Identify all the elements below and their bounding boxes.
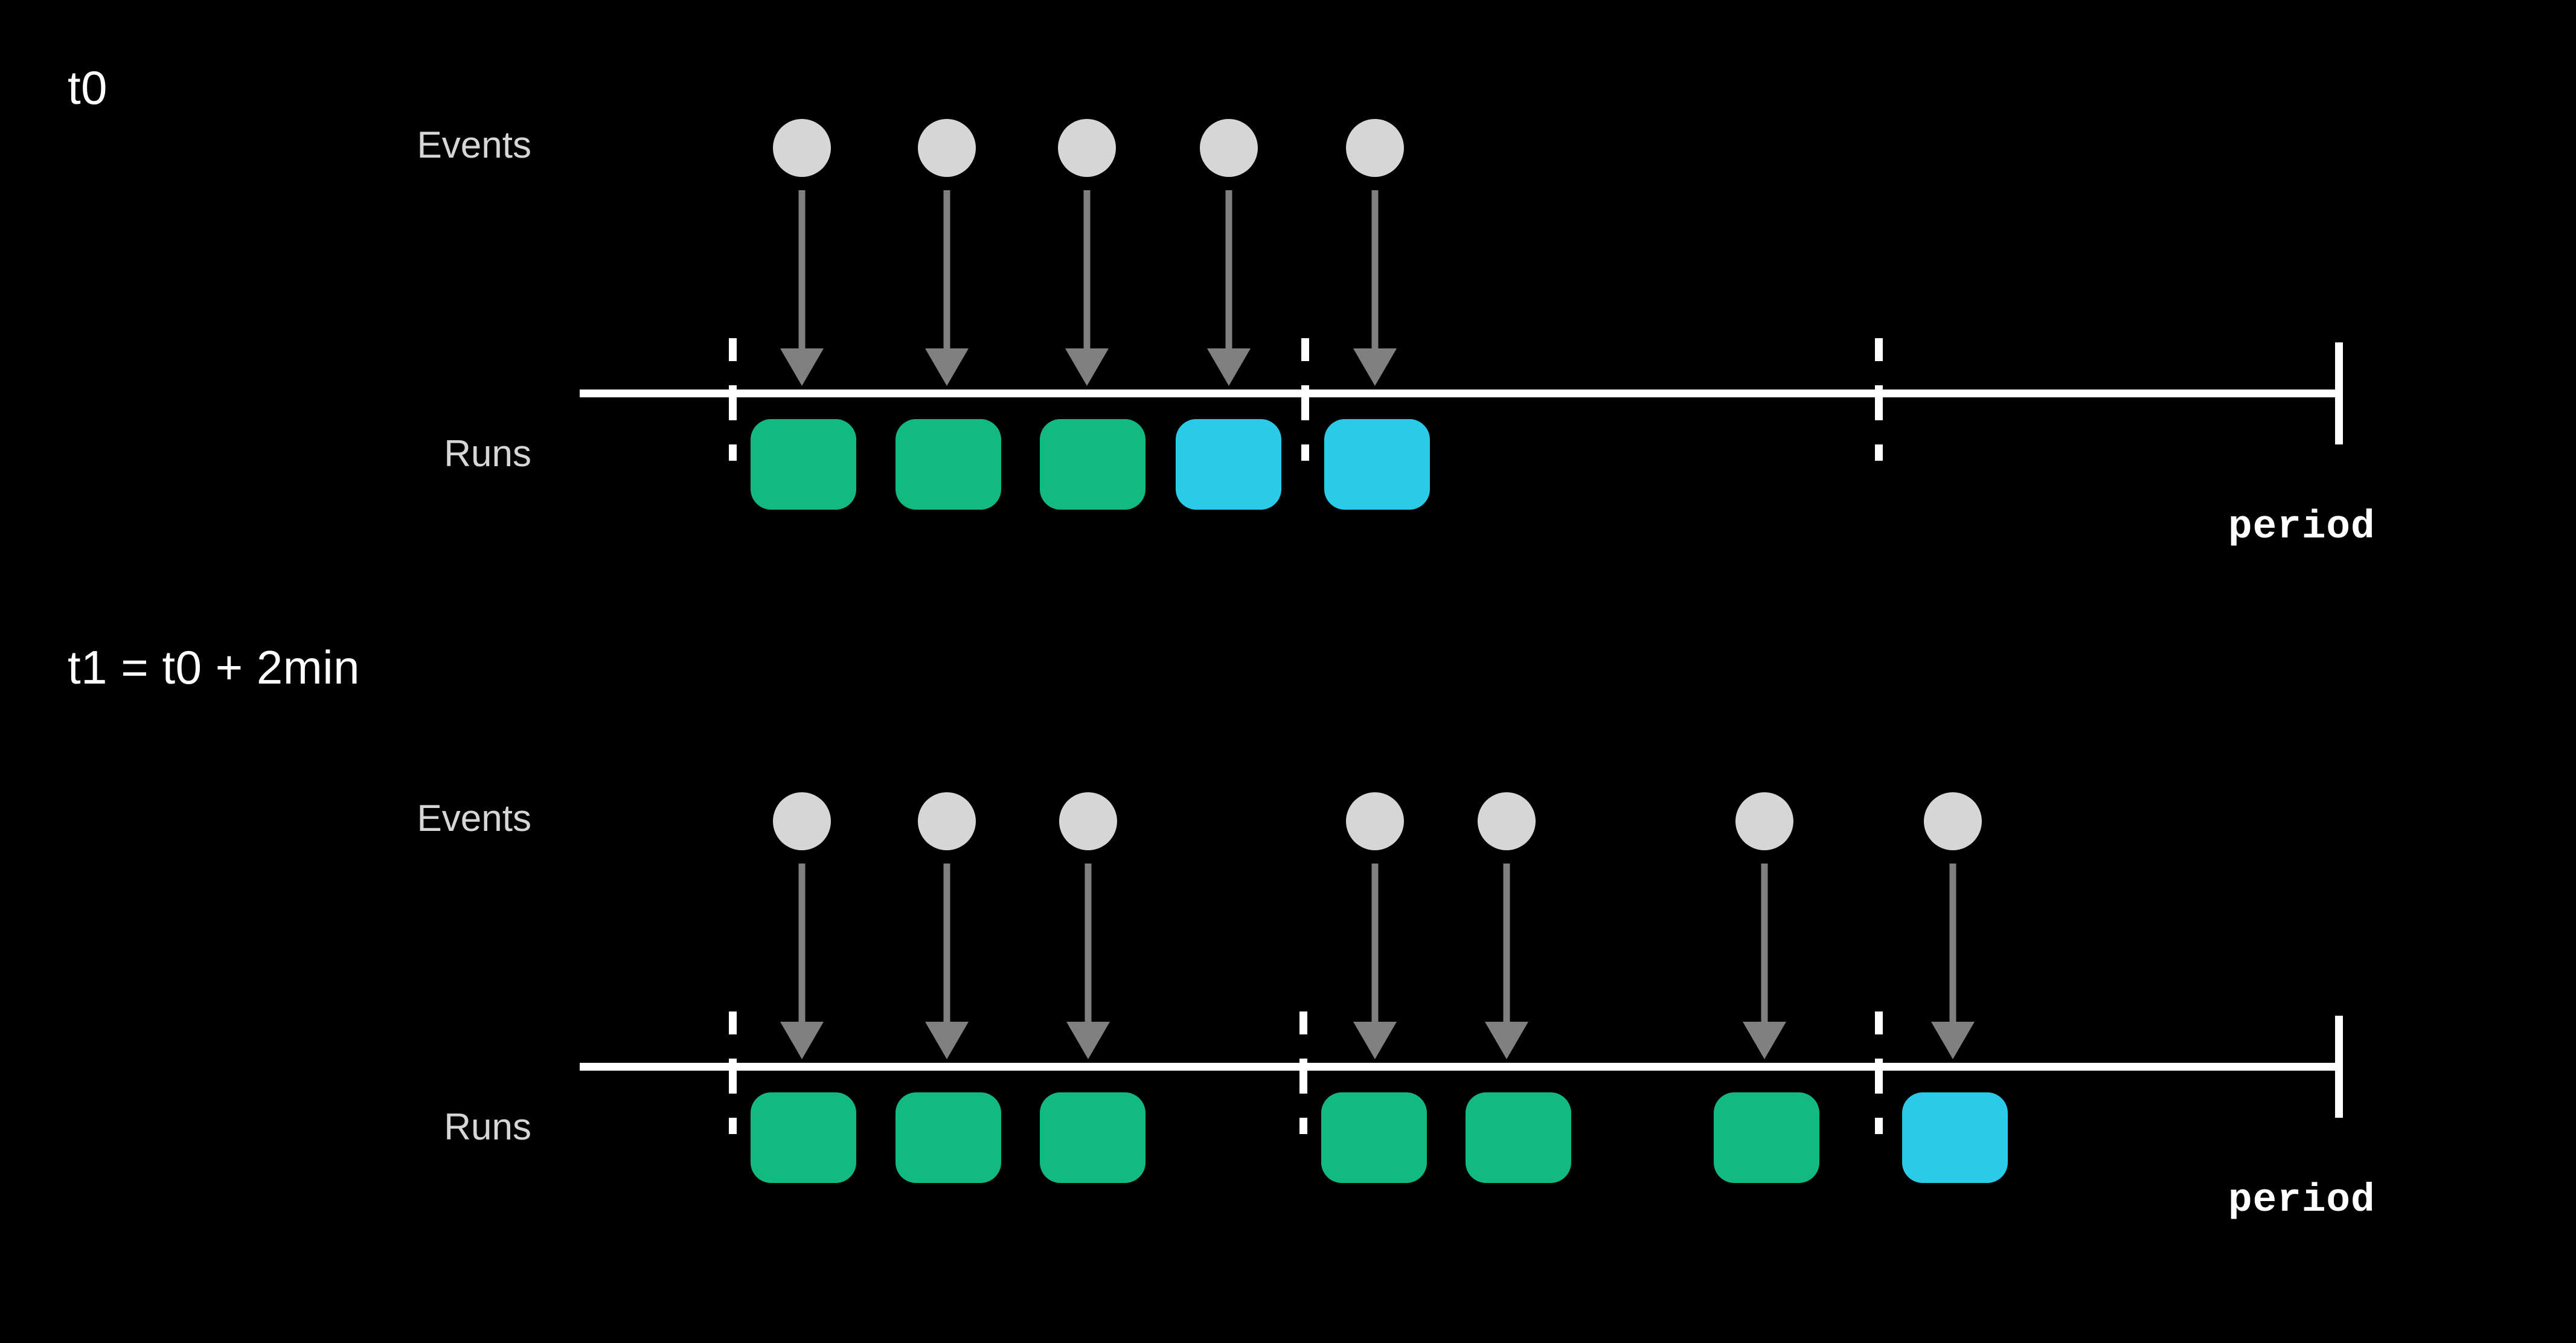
arrow-head-icon xyxy=(780,1022,824,1059)
timeline-axis-line xyxy=(580,1063,2343,1071)
timeline-axis-line xyxy=(580,389,2343,397)
runs-row-label-t0: Runs xyxy=(444,433,531,475)
event-dot xyxy=(1058,119,1116,177)
event-dot xyxy=(918,792,976,850)
arrow-shaft xyxy=(1761,864,1768,1024)
period-boundary-tick xyxy=(1299,1011,1307,1063)
arrow-head-icon xyxy=(925,1022,969,1059)
arrow-shaft xyxy=(1949,864,1956,1024)
period-boundary-tick xyxy=(729,1011,737,1063)
period-boundary-tick xyxy=(1301,338,1309,389)
arrow-head-icon xyxy=(1066,1022,1110,1059)
arrow-shaft xyxy=(1371,190,1379,351)
event-dot xyxy=(1735,792,1793,850)
runs-row-label-t1: Runs xyxy=(444,1106,531,1148)
event-dot xyxy=(918,119,976,177)
period-caption-t0: period xyxy=(2228,504,2376,550)
event-to-timeline-arrow xyxy=(1063,190,1111,386)
run-box-success[interactable] xyxy=(1321,1092,1427,1183)
run-box-success[interactable] xyxy=(1040,1092,1145,1183)
arrow-head-icon xyxy=(1353,1022,1397,1059)
arrow-head-icon xyxy=(925,348,969,386)
event-to-timeline-arrow xyxy=(778,864,826,1059)
arrow-head-icon xyxy=(1931,1022,1975,1059)
period-boundary-tick xyxy=(1875,397,1883,461)
event-dot xyxy=(1059,792,1117,850)
run-box-throttled[interactable] xyxy=(1176,419,1281,510)
arrow-shaft xyxy=(798,864,806,1024)
period-boundary-tick xyxy=(1301,397,1309,461)
event-to-timeline-arrow xyxy=(1351,190,1399,386)
event-to-timeline-arrow xyxy=(923,864,971,1059)
event-to-timeline-arrow xyxy=(1064,864,1112,1059)
run-box-throttled[interactable] xyxy=(1902,1092,2008,1183)
run-box-success[interactable] xyxy=(1466,1092,1571,1183)
arrow-head-icon xyxy=(1065,348,1109,386)
period-boundary-tick xyxy=(729,1071,737,1134)
event-to-timeline-arrow xyxy=(923,190,971,386)
period-boundary-tick xyxy=(1875,1071,1883,1134)
arrow-shaft xyxy=(798,190,806,351)
event-to-timeline-arrow xyxy=(778,190,826,386)
event-dot xyxy=(1200,119,1258,177)
arrow-shaft xyxy=(943,190,950,351)
arrow-shaft xyxy=(1083,190,1091,351)
event-to-timeline-arrow xyxy=(1929,864,1977,1059)
arrow-head-icon xyxy=(1485,1022,1528,1059)
section-title-t0: t0 xyxy=(68,61,108,114)
events-row-label-t1: Events xyxy=(417,798,531,839)
event-to-timeline-arrow xyxy=(1740,864,1789,1059)
period-boundary-tick xyxy=(1875,1011,1883,1063)
period-boundary-tick xyxy=(1299,1071,1307,1134)
event-dot xyxy=(773,792,831,850)
period-end-marker xyxy=(2335,1016,2343,1118)
arrow-shaft xyxy=(1371,864,1379,1024)
arrow-head-icon xyxy=(780,348,824,386)
period-caption-t1: period xyxy=(2228,1178,2376,1223)
event-dot xyxy=(1346,792,1404,850)
event-to-timeline-arrow xyxy=(1205,190,1253,386)
event-dot xyxy=(773,119,831,177)
period-end-marker xyxy=(2335,342,2343,444)
run-box-success[interactable] xyxy=(1040,419,1145,510)
run-box-success[interactable] xyxy=(896,1092,1001,1183)
run-box-success[interactable] xyxy=(1714,1092,1819,1183)
arrow-head-icon xyxy=(1207,348,1251,386)
period-boundary-tick xyxy=(729,397,737,461)
run-box-success[interactable] xyxy=(751,1092,856,1183)
arrow-shaft xyxy=(1225,190,1232,351)
section-title-t1: t1 = t0 + 2min xyxy=(68,641,360,694)
arrow-shaft xyxy=(943,864,950,1024)
event-dot xyxy=(1346,119,1404,177)
arrow-shaft xyxy=(1503,864,1510,1024)
run-box-throttled[interactable] xyxy=(1324,419,1430,510)
period-boundary-tick xyxy=(1875,338,1883,389)
period-boundary-tick xyxy=(729,338,737,389)
event-dot xyxy=(1478,792,1536,850)
events-row-label-t0: Events xyxy=(417,124,531,166)
arrow-head-icon xyxy=(1743,1022,1786,1059)
arrow-shaft xyxy=(1085,864,1092,1024)
event-to-timeline-arrow xyxy=(1482,864,1531,1059)
event-to-timeline-arrow xyxy=(1351,864,1399,1059)
event-dot xyxy=(1924,792,1982,850)
arrow-head-icon xyxy=(1353,348,1397,386)
run-box-success[interactable] xyxy=(751,419,856,510)
run-box-success[interactable] xyxy=(896,419,1001,510)
